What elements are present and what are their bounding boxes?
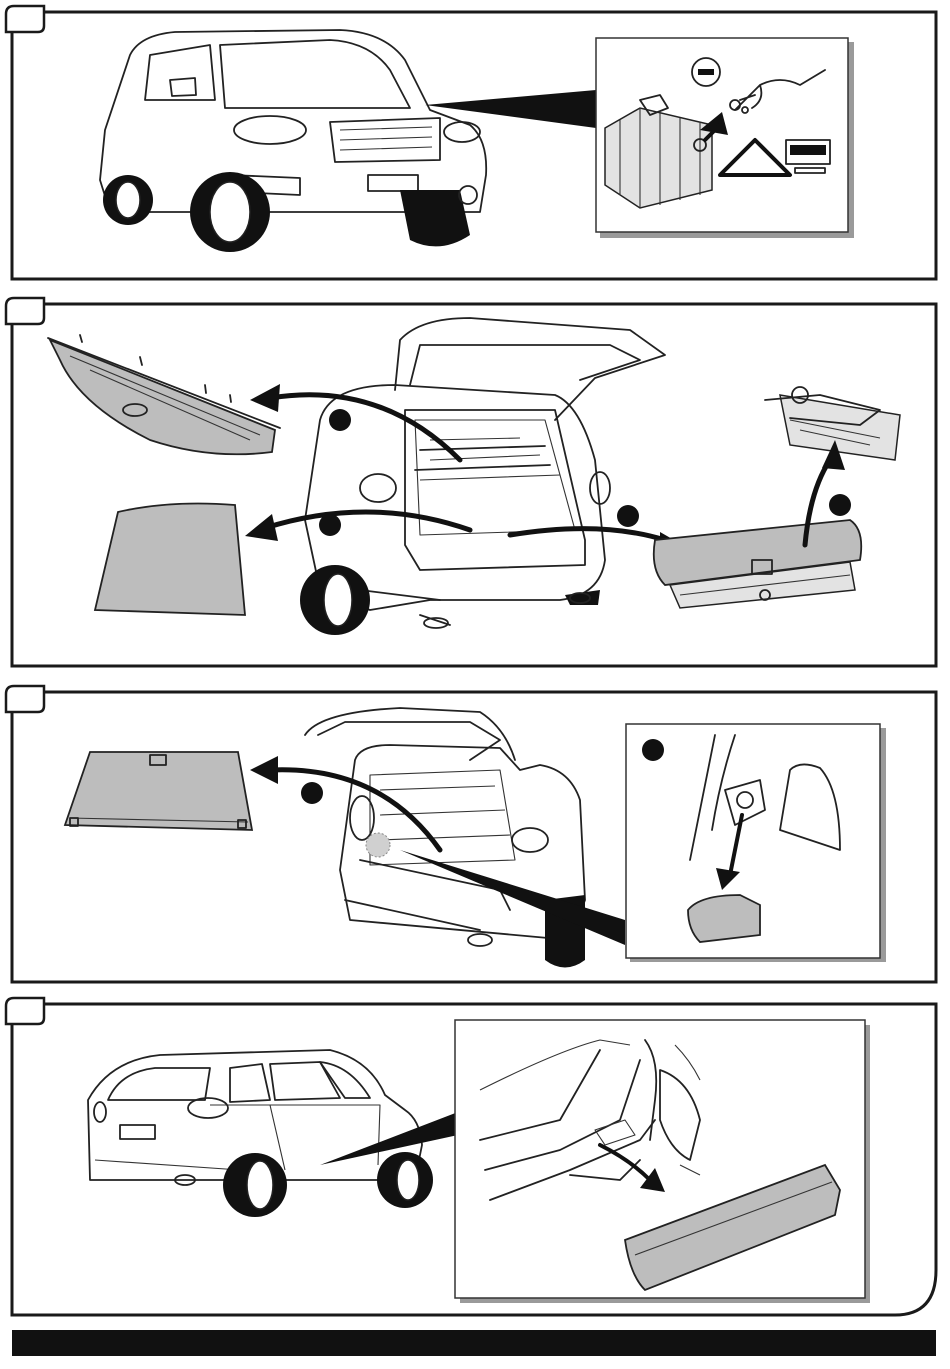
step-3-bullet-a — [301, 782, 323, 804]
step-2-bullet-d — [829, 494, 851, 516]
step-1-number-tab — [6, 6, 44, 32]
battery — [605, 108, 712, 208]
step-2-panel — [6, 298, 936, 666]
luggage-floor-board — [95, 504, 245, 615]
step-2-bullet-c — [617, 505, 639, 527]
step-2-number-tab — [6, 298, 44, 324]
trim-cap — [688, 895, 760, 942]
step-4-panel — [6, 998, 936, 1315]
footer-bar — [12, 1330, 936, 1356]
step-4-number-tab — [6, 998, 44, 1024]
door-sill-inset — [455, 1020, 870, 1303]
battery-inset — [596, 38, 854, 238]
step-2-bullet-a — [329, 409, 351, 431]
step-3-number-tab — [6, 686, 44, 712]
step-2-bullet-b — [319, 514, 341, 536]
trim-clip-location — [366, 833, 390, 857]
side-trim-board — [65, 752, 252, 830]
trim-cap-inset — [626, 724, 886, 962]
step-3-panel — [6, 686, 936, 982]
step-3-bullet-b — [642, 739, 664, 761]
step-1-panel — [6, 6, 936, 279]
